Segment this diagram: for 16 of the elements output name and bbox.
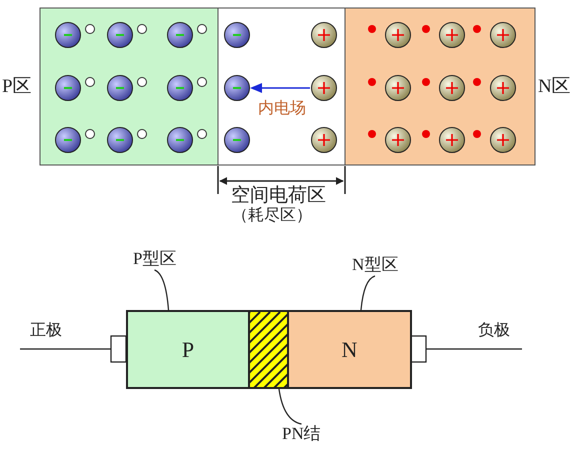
p-region-box: P bbox=[126, 310, 250, 389]
region-label: N区 bbox=[538, 77, 571, 98]
n-region-box: N bbox=[287, 310, 412, 389]
part-label: N型区 bbox=[352, 256, 398, 275]
junction-box bbox=[248, 310, 289, 389]
part-label: P型区 bbox=[133, 250, 176, 269]
terminal-label: 正极 bbox=[30, 322, 62, 340]
part-label: PN结 bbox=[282, 425, 321, 444]
region-label: （耗尽区） bbox=[232, 207, 312, 225]
region-label: 空间电荷区 bbox=[231, 186, 326, 207]
region-label: P区 bbox=[2, 77, 32, 98]
leader-line bbox=[278, 388, 302, 425]
leader-line bbox=[154, 269, 170, 310]
field-label: 内电场 bbox=[258, 100, 306, 118]
leader-line bbox=[360, 275, 376, 310]
terminal-label: 负极 bbox=[478, 322, 510, 340]
